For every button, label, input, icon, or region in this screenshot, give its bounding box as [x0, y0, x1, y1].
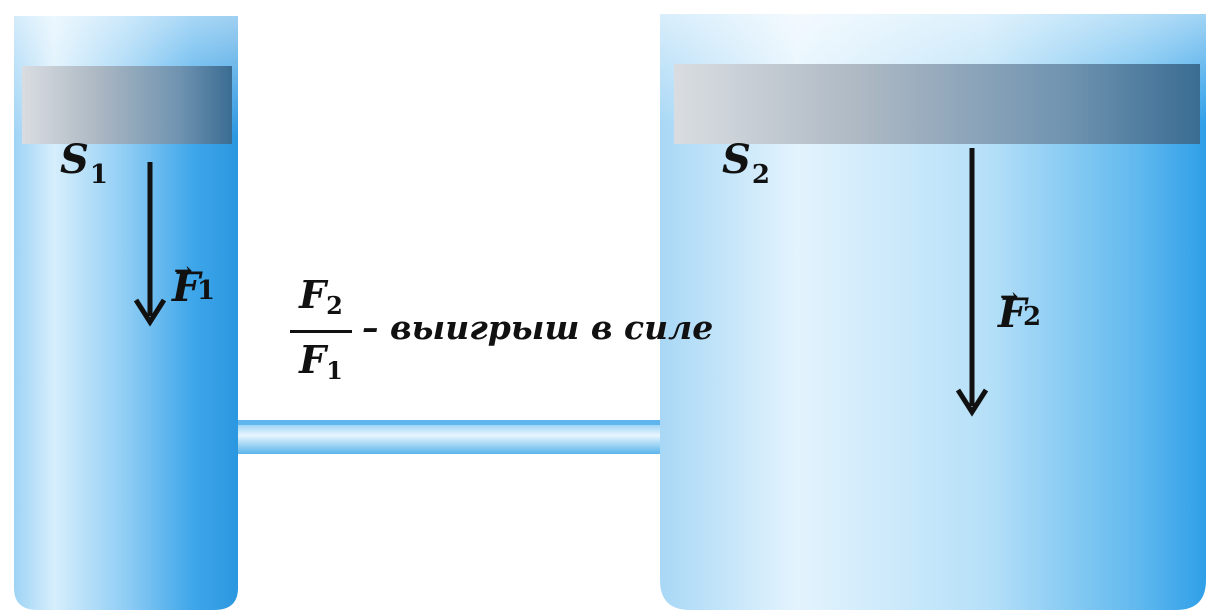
- force-arrow-2-head: [955, 388, 989, 417]
- narrow-cylinder: [14, 16, 238, 610]
- large-piston: [674, 64, 1200, 144]
- area-label-s1: S1: [60, 136, 108, 190]
- force-label-f1: → F 1: [172, 258, 216, 311]
- force-gain-caption: – выигрыш в силе: [362, 308, 714, 347]
- force-ratio-fraction: F2 F1: [290, 276, 352, 389]
- force-label-f2: → F 2: [998, 284, 1042, 337]
- ratio-numerator: F2: [299, 272, 343, 320]
- ratio-denominator: F1: [299, 337, 343, 385]
- area-label-s2: S2: [722, 136, 770, 190]
- fraction-bar: [290, 330, 352, 333]
- force-arrow-1-head: [133, 298, 167, 327]
- vector-arrow-mark: →: [174, 258, 193, 284]
- small-piston: [22, 66, 232, 144]
- connecting-pipe: [230, 420, 670, 454]
- wide-cylinder: [660, 14, 1206, 610]
- vector-arrow-mark: →: [1000, 284, 1019, 310]
